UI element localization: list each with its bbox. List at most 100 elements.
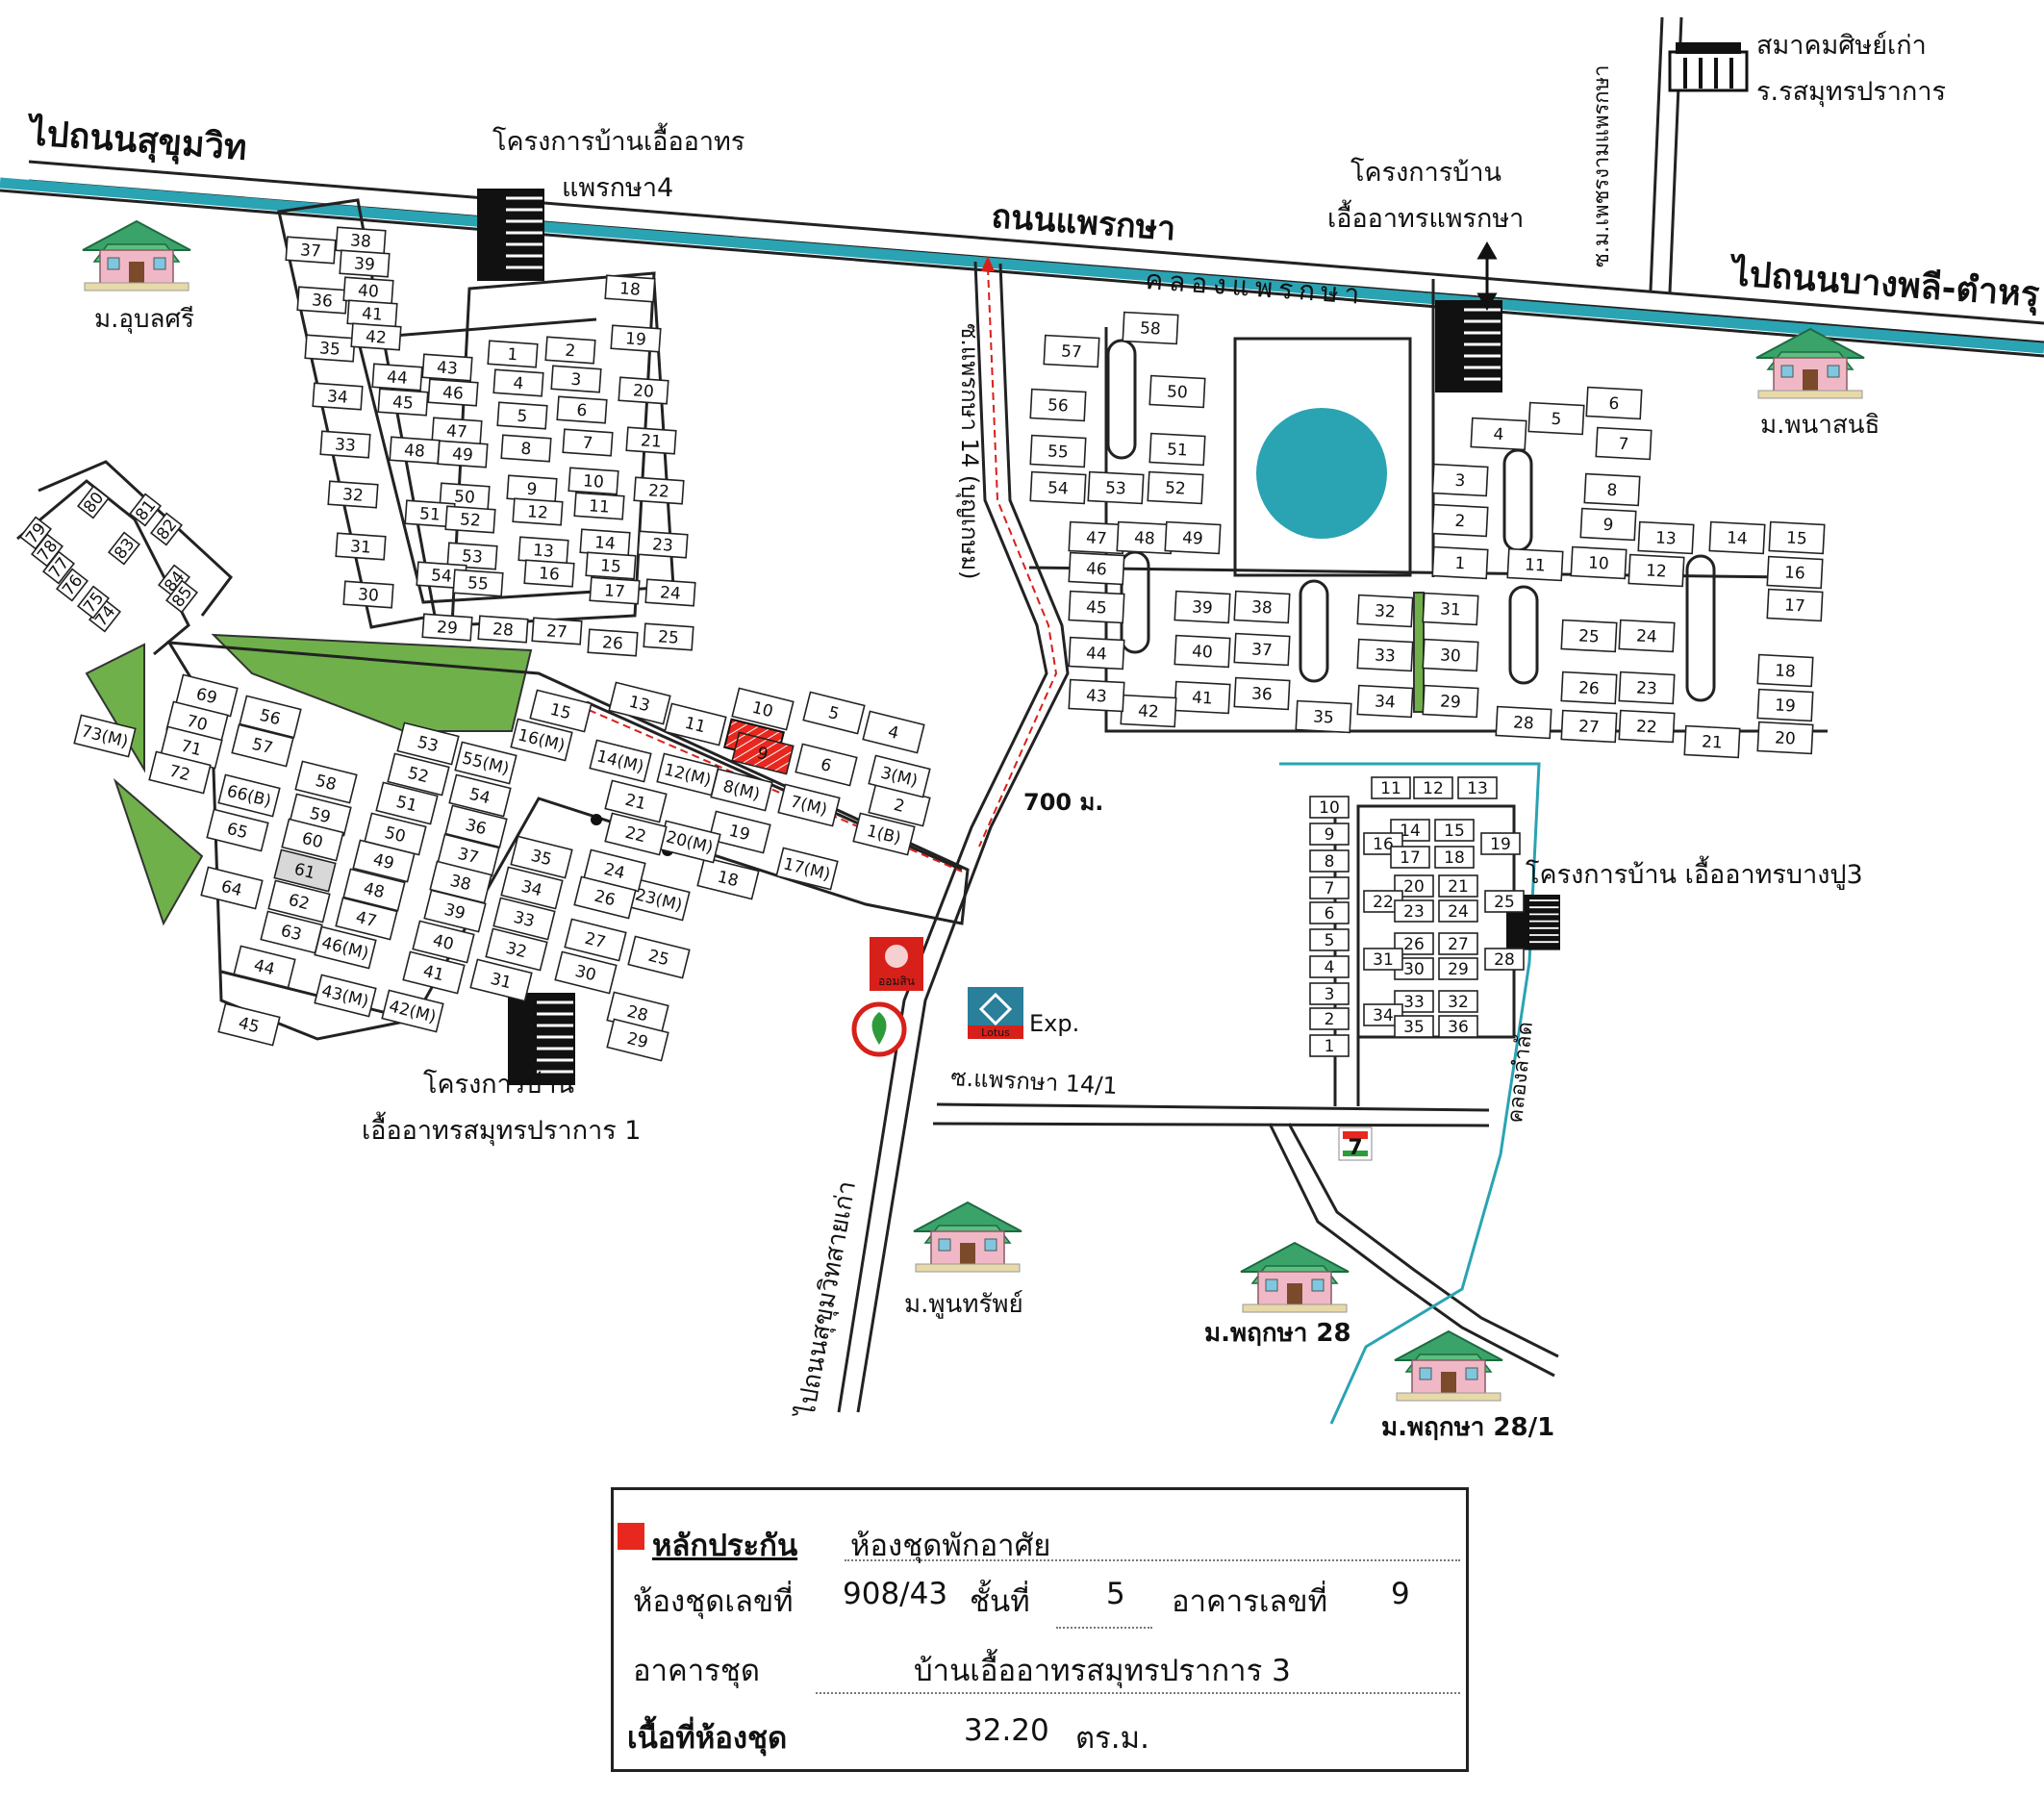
plot-box: [1029, 470, 1087, 505]
plot-bangpu3-22: 22: [1363, 890, 1403, 913]
plot-number: 23: [1636, 678, 1658, 698]
plot-box: [128, 493, 163, 527]
divider: [845, 1559, 1460, 1561]
marker-dot: [591, 814, 602, 825]
plot-box: [568, 467, 619, 495]
plot-samutprakan-26: 26: [573, 875, 637, 920]
plot-phraeksa4-12: 12: [512, 497, 564, 526]
plot-box: [610, 324, 662, 353]
plot-box: [402, 950, 466, 995]
plot-number: 1: [1325, 1037, 1335, 1056]
plot-phraeksa4-38: 38: [335, 226, 387, 255]
plot-phraeksa4-26: 26: [587, 628, 639, 657]
plot-number: 6: [819, 755, 833, 776]
plot-number: 3: [1325, 985, 1335, 1004]
plot-box: [1233, 632, 1291, 667]
plot-samutprakan-17M: 17(M): [775, 847, 839, 891]
plot-samutprakan-53: 53: [396, 721, 460, 766]
soi-14-label: ซ.แพรกษา 14 (บุญเกษม): [955, 323, 983, 580]
plot-samutprakan-48: 48: [342, 868, 406, 912]
plot-box: [529, 689, 593, 733]
plot-box: [777, 783, 841, 827]
plot-box: [342, 580, 394, 609]
plot-phraeksa-53: 53: [1087, 470, 1145, 505]
plot-box: [795, 743, 858, 787]
plot-number: 15: [1444, 822, 1465, 841]
plot-box: [1438, 932, 1478, 955]
plot-samutprakan-55M: 55(M): [454, 741, 517, 785]
alumni-line2: ร.รสมุทรปราการ: [1756, 77, 1946, 108]
plot-phraeksa-15: 15: [1768, 520, 1826, 555]
plot-box: [1768, 520, 1826, 555]
plot-box: [1480, 832, 1521, 855]
gsb-bank-icon: [870, 937, 923, 991]
plot-number: 24: [1636, 626, 1658, 646]
plot-number: 44: [1086, 644, 1108, 664]
village-poonsap-label: ม.พูนทรัพย์: [904, 1290, 1023, 1319]
plot-number: 8: [1606, 481, 1618, 501]
project-value: บ้านเอื้ออาทรสมุทรปราการ 3: [914, 1654, 1291, 1688]
plot-box: [76, 485, 111, 519]
plot-phraeksa-33: 33: [1356, 638, 1414, 672]
plot-box: [314, 974, 377, 1018]
plot-number: 19: [1775, 696, 1797, 716]
plot-box: [304, 334, 356, 363]
area-unit: ตร.ม.: [1075, 1721, 1149, 1756]
plot-number: 12: [1423, 779, 1444, 798]
alumni-line1: สมาคมศิษย์เก่า: [1756, 30, 1927, 61]
plot-phraeksa-7: 7: [1595, 426, 1653, 461]
plot-box: [1585, 386, 1643, 420]
plot-bangpu3-5: 5: [1309, 928, 1350, 951]
plot-box: [206, 808, 269, 852]
plot-samutprakan-20M: 20(M): [658, 820, 721, 864]
plot-samutprakan-23M: 23(M): [627, 877, 691, 922]
plot-number: 9: [526, 480, 538, 500]
plot-bangpu3-31: 31: [1363, 948, 1403, 971]
plot-box: [1579, 507, 1637, 542]
plot-phraeksa-16: 16: [1766, 555, 1824, 590]
plot-phraeksa4-42: 42: [350, 322, 402, 351]
plot-box: [396, 721, 460, 766]
plot-phraeksa-27: 27: [1560, 709, 1618, 744]
plot-number: 25: [1578, 626, 1601, 646]
plot-box: [1233, 590, 1291, 624]
plot-box: [1756, 688, 1814, 722]
plot-phraeksa-31: 31: [1422, 592, 1479, 626]
plot-box: [1431, 463, 1489, 497]
plot-box: [1295, 699, 1352, 734]
plot-box: [1618, 619, 1676, 653]
plot-samutprakan-57: 57: [231, 723, 294, 768]
plot-box: [1233, 676, 1291, 711]
plot-bangpu3-8: 8: [1309, 849, 1350, 873]
plot-box: [633, 476, 685, 505]
plot-phraeksa-45: 45: [1068, 590, 1125, 624]
plot-samutprakan-3M: 3(M): [868, 754, 931, 798]
village-phruksa28-icon: [1240, 1242, 1350, 1313]
plot-phraeksa4-6: 6: [556, 395, 608, 424]
plot-box: [1173, 634, 1231, 669]
plot-box: [217, 773, 281, 818]
plot-phraeksa-18: 18: [1756, 653, 1814, 688]
alumni-building-icon: [1668, 42, 1749, 92]
plot-phraeksa4-55: 55: [452, 569, 504, 597]
plot-bangpu3-25: 25: [1484, 890, 1525, 913]
plot-box: [319, 430, 371, 459]
plot-samutprakan-27: 27: [564, 918, 627, 962]
plot-box: [427, 378, 479, 407]
plot-phraeksa4-35: 35: [304, 334, 356, 363]
plot-bangpu3-12: 12: [1413, 776, 1453, 799]
plot-phraeksa4-31: 31: [335, 532, 387, 561]
phraeksa-canal: [0, 177, 2044, 354]
village-phruksa28-1-label: ม.พฤกษา 28/1: [1381, 1413, 1554, 1442]
plot-bangpu3-28: 28: [1484, 948, 1525, 971]
plot-box: [1438, 899, 1478, 923]
project-bangpu3-label: โครงการบ้าน เอื้ออาทรบางปู3: [1526, 855, 1863, 890]
plot-phraeksa-20: 20: [1756, 721, 1814, 755]
to-sukhumvit-label: ไปถนนสุขุมวิท: [24, 112, 248, 170]
plot-box: [1147, 470, 1204, 505]
plot-number: 45: [1086, 597, 1108, 618]
plot-box: [469, 958, 533, 1002]
plot-phraeksa4-33: 33: [319, 430, 371, 459]
plot-number: 10: [582, 471, 604, 492]
plot-bangpu3-3: 3: [1309, 982, 1350, 1005]
